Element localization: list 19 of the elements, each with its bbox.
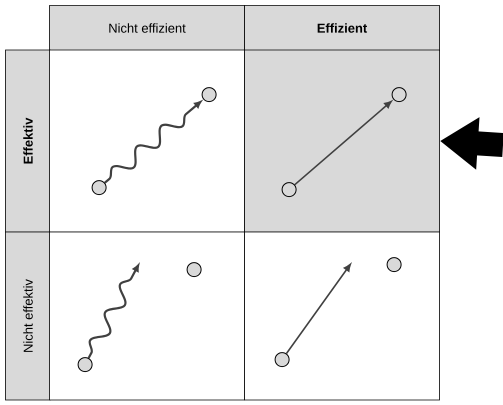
circle-marker [282,182,297,198]
circle-marker [78,357,93,372]
matrix-cell [49,50,245,232]
matrix-cell [244,232,440,400]
circle-marker [186,262,202,278]
wavy-arrow [88,264,140,359]
arrow [294,100,392,186]
header-cell: Nicht effizient [49,5,245,51]
circle-marker [392,87,407,102]
circle-marker [202,87,217,102]
arrow [286,264,351,354]
header-cell: Nicht effektiv [5,232,51,400]
circle-marker [92,180,107,196]
circle-marker [386,257,402,272]
header-cell: Effektiv [5,50,51,232]
header-cell: Effizient [244,5,440,51]
wavy-arrow [104,100,202,184]
circle-marker [274,352,290,368]
matrix-cell [49,232,245,400]
